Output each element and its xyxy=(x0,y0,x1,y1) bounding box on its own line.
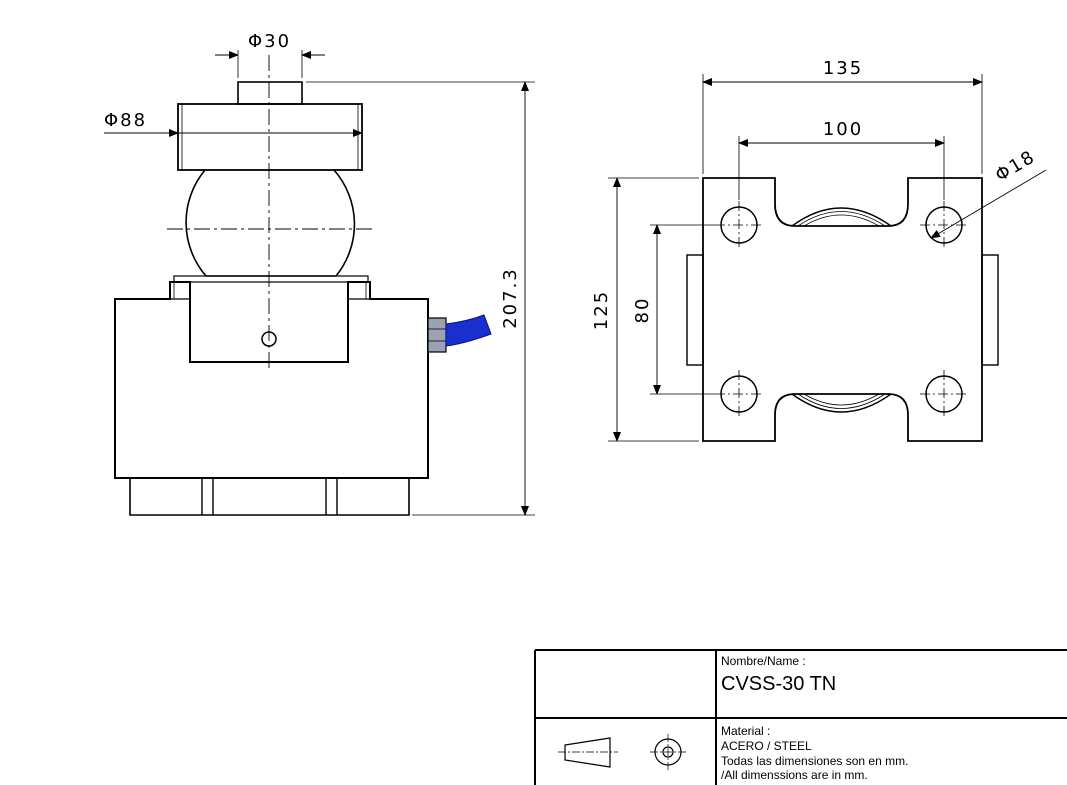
dim-total-height: 207.3 xyxy=(500,267,521,329)
base-feet xyxy=(129,478,410,516)
load-cell-body xyxy=(114,281,429,479)
title-block xyxy=(534,649,1067,785)
units-note-es: Todas las dimensiones son en mm. xyxy=(721,754,908,768)
dim-hole-diameter: Φ18 xyxy=(992,146,1040,186)
dim-hole-spacing-y: 80 xyxy=(632,297,653,324)
projection-symbol xyxy=(558,734,686,770)
dim-overall-width: 135 xyxy=(823,58,863,79)
dim-overall-height: 125 xyxy=(591,290,612,330)
base-plate-outline xyxy=(702,177,983,442)
cable xyxy=(445,314,492,347)
top-cap xyxy=(177,103,363,171)
plan-view xyxy=(608,74,1047,442)
name-label: Nombre/Name : xyxy=(721,654,806,668)
dim-cap-diameter: Φ88 xyxy=(104,110,147,131)
top-pin xyxy=(237,81,303,105)
side-view xyxy=(104,50,535,516)
seat-plate xyxy=(173,275,369,283)
saddle-bottom xyxy=(791,393,892,413)
part-name: CVSS-30 TN xyxy=(721,673,836,695)
side-tab-left xyxy=(686,254,704,366)
ball xyxy=(185,169,356,277)
saddle-top xyxy=(791,207,892,227)
material-label: Material : xyxy=(721,724,770,738)
cable-connector xyxy=(427,317,447,353)
dim-hole-spacing-x: 100 xyxy=(823,119,863,140)
units-note-en: /All dimenssions are in mm. xyxy=(721,768,868,782)
material-value: ACERO / STEEL xyxy=(721,739,812,753)
dim-top-diameter: Φ30 xyxy=(248,31,291,52)
side-tab-right xyxy=(981,254,999,366)
